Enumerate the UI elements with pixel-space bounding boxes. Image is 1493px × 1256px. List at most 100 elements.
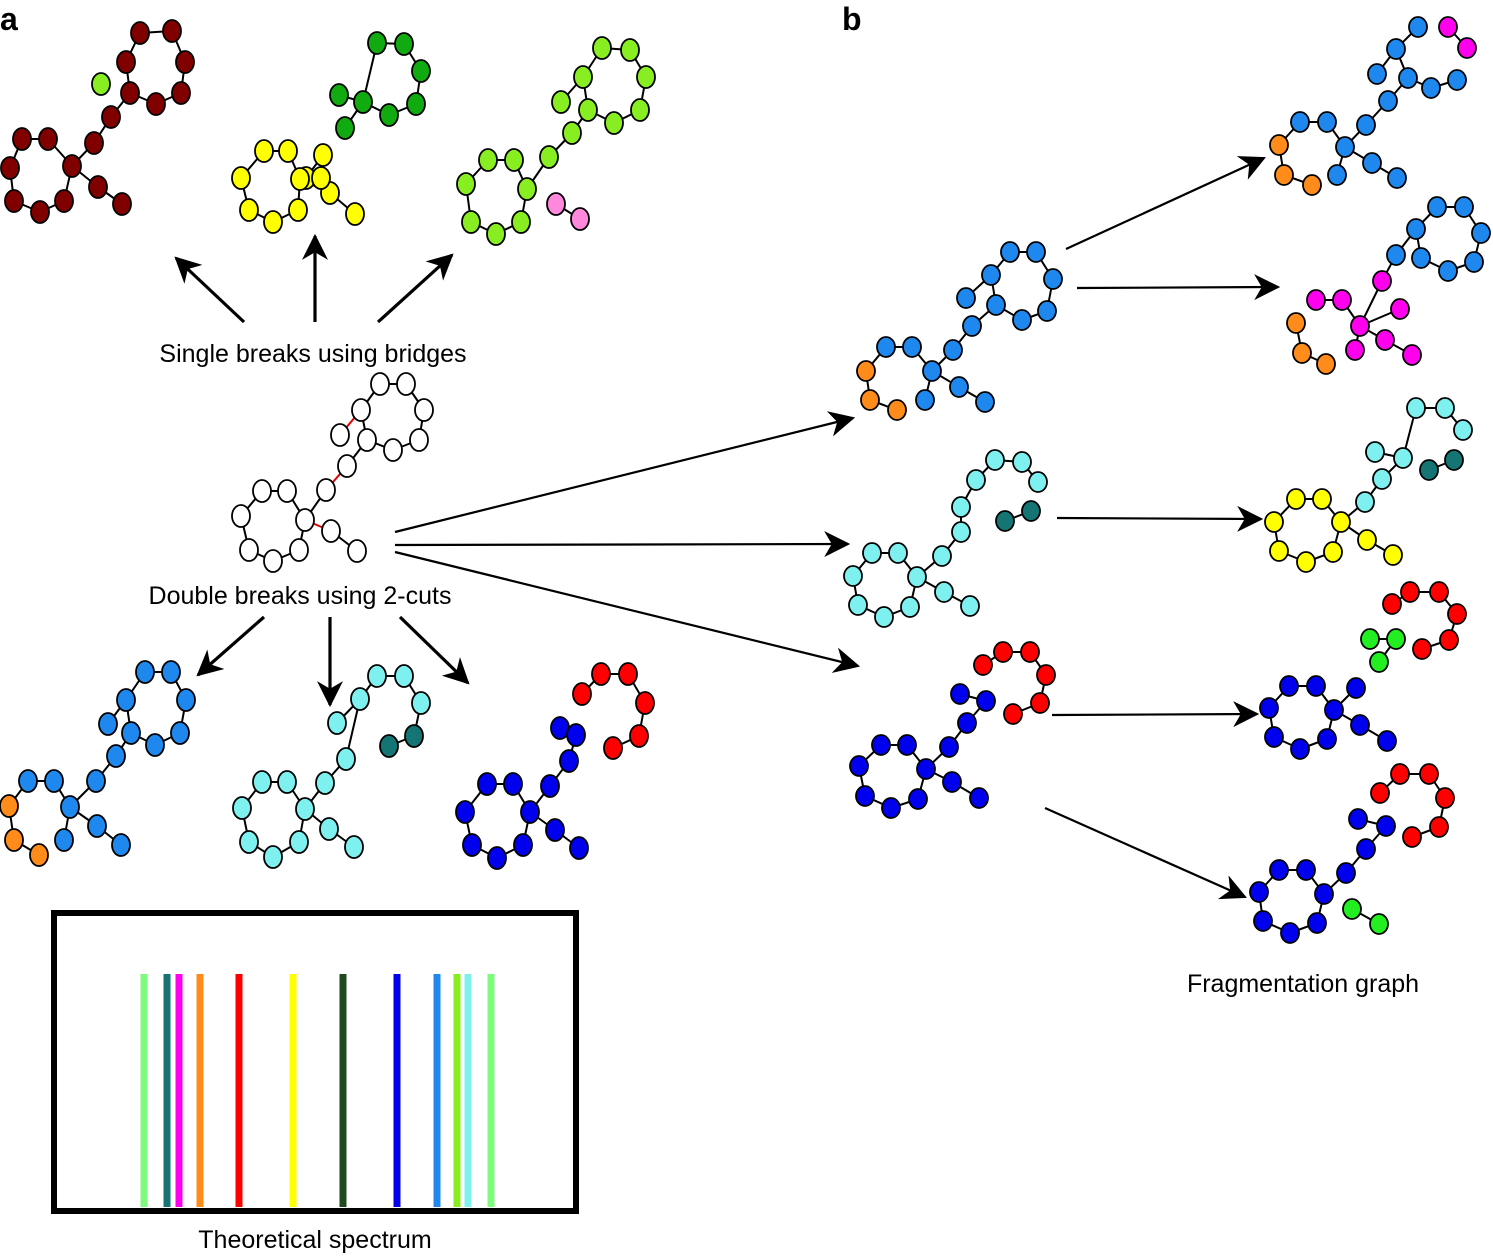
atom bbox=[934, 581, 954, 603]
atom bbox=[1367, 63, 1387, 85]
atom bbox=[411, 691, 431, 715]
atom bbox=[84, 131, 104, 155]
atom bbox=[98, 712, 118, 736]
atom bbox=[604, 111, 624, 135]
blue-magenta-orange-fragment-b2 bbox=[1269, 16, 1477, 196]
atom bbox=[1378, 90, 1398, 112]
atom bbox=[1419, 459, 1439, 481]
atom bbox=[315, 771, 335, 795]
atom bbox=[629, 724, 649, 748]
atom bbox=[1400, 581, 1420, 603]
atom bbox=[539, 145, 559, 169]
double-breaks-label: Double breaks using 2-cuts bbox=[149, 582, 452, 610]
atom bbox=[4, 828, 24, 852]
atom bbox=[353, 90, 373, 114]
atom bbox=[254, 139, 274, 163]
atom bbox=[976, 690, 996, 712]
atom bbox=[1286, 312, 1306, 334]
blue-orange-fragment-a bbox=[0, 660, 196, 867]
atom bbox=[881, 797, 901, 819]
atom bbox=[1012, 451, 1032, 473]
atom bbox=[951, 496, 971, 518]
atom bbox=[344, 835, 364, 859]
atom bbox=[379, 734, 399, 758]
atom bbox=[860, 389, 880, 411]
atom bbox=[1355, 491, 1375, 513]
spectrum-lines bbox=[140, 974, 495, 1207]
atom bbox=[1357, 529, 1377, 551]
arrow-to-green bbox=[376, 253, 454, 324]
atom bbox=[592, 36, 612, 60]
atom bbox=[1411, 247, 1431, 269]
atom bbox=[289, 830, 309, 854]
atom bbox=[146, 92, 166, 116]
atom bbox=[559, 749, 579, 773]
atom bbox=[313, 143, 333, 167]
atom bbox=[409, 428, 429, 452]
atom bbox=[939, 736, 959, 758]
atom bbox=[1360, 628, 1380, 650]
single-breaks-label: Single breaks using bridges bbox=[159, 340, 466, 368]
atom bbox=[1383, 544, 1403, 566]
atom bbox=[170, 721, 190, 745]
atom bbox=[1249, 881, 1269, 903]
atom bbox=[1327, 164, 1347, 186]
atom bbox=[591, 662, 611, 686]
atom bbox=[1335, 136, 1355, 158]
atom bbox=[566, 723, 586, 747]
atom bbox=[915, 389, 935, 411]
atom bbox=[1350, 714, 1370, 736]
atom bbox=[239, 198, 259, 222]
atom bbox=[330, 423, 350, 447]
arrow-b-8 bbox=[1044, 806, 1247, 900]
atom bbox=[1279, 675, 1299, 697]
atom bbox=[569, 836, 589, 860]
atom bbox=[1296, 551, 1316, 573]
atom bbox=[1346, 677, 1366, 699]
atom bbox=[487, 846, 507, 870]
spectrum-label: Theoretical spectrum bbox=[198, 1226, 431, 1254]
atom bbox=[121, 721, 141, 745]
atom bbox=[1332, 289, 1352, 311]
atom bbox=[951, 521, 971, 543]
atom bbox=[1030, 692, 1050, 714]
atom bbox=[573, 65, 593, 89]
atom bbox=[849, 755, 869, 777]
atom bbox=[1370, 782, 1390, 804]
atom bbox=[517, 177, 537, 201]
atom bbox=[570, 207, 590, 231]
atom bbox=[1429, 581, 1449, 603]
atom bbox=[277, 770, 297, 794]
atom bbox=[1253, 910, 1273, 932]
atom bbox=[1447, 69, 1467, 91]
atom bbox=[1454, 196, 1474, 218]
atom bbox=[295, 797, 315, 821]
atom bbox=[87, 814, 107, 838]
atom bbox=[1348, 808, 1368, 830]
atom bbox=[1003, 703, 1023, 725]
white-molecule bbox=[231, 372, 434, 573]
atom bbox=[288, 198, 308, 222]
atom bbox=[289, 538, 309, 562]
atom bbox=[511, 210, 531, 234]
atom bbox=[1382, 593, 1402, 615]
atom bbox=[12, 127, 32, 151]
atom bbox=[922, 360, 942, 382]
atom bbox=[1369, 913, 1389, 935]
arrow-to-maroon bbox=[174, 256, 246, 324]
atom bbox=[1306, 289, 1326, 311]
atom bbox=[1312, 488, 1332, 510]
atom bbox=[1317, 728, 1337, 750]
atom bbox=[357, 428, 377, 452]
atom bbox=[263, 549, 283, 573]
atom bbox=[1043, 268, 1063, 290]
atom bbox=[1302, 174, 1322, 196]
yellow-green-fragment bbox=[231, 31, 431, 234]
atom bbox=[335, 116, 355, 140]
atom bbox=[120, 81, 140, 105]
atom bbox=[1387, 167, 1407, 189]
atom bbox=[1444, 449, 1464, 471]
atom bbox=[1398, 67, 1418, 89]
cyan-teal-yellow-fragment-b2 bbox=[1264, 397, 1473, 573]
atom bbox=[311, 166, 331, 190]
